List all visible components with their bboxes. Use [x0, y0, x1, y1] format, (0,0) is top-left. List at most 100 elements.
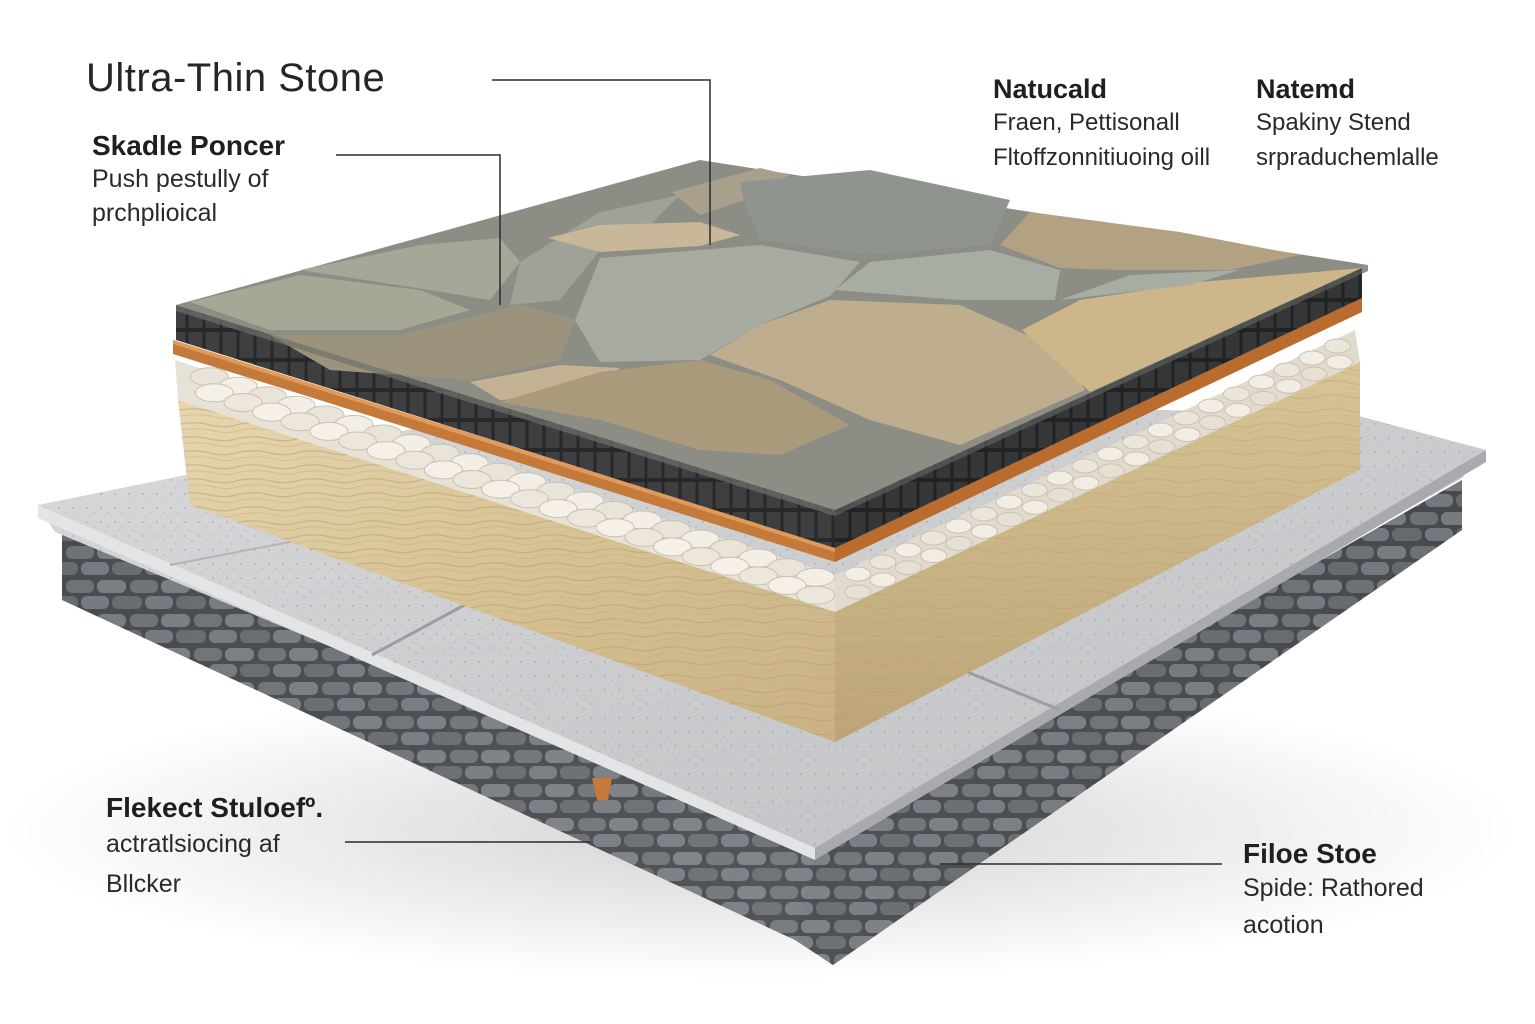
pebble [252, 402, 292, 422]
pebble [844, 584, 872, 600]
pebble [1148, 439, 1176, 455]
pebble [919, 530, 947, 546]
pebble [1323, 338, 1351, 354]
flagstone [500, 360, 850, 455]
callout-skadle-poncer: Skadle Poncer Push pestully of prchplioi… [92, 130, 285, 230]
pebble [796, 585, 836, 605]
flagstone [190, 275, 470, 330]
pebble [481, 479, 521, 499]
pebble [1121, 434, 1149, 450]
callout-line: actratlsiocing af [106, 830, 280, 858]
pebble [1325, 354, 1353, 370]
pebble [970, 506, 998, 522]
pebble [844, 566, 872, 582]
callout-line: Bllcker [106, 870, 182, 898]
pebble [309, 421, 349, 441]
callout-line: acotion [1243, 911, 1324, 939]
pebble [1222, 386, 1250, 402]
pebble [996, 511, 1024, 527]
callout-flekect-stuloef: Flekect Stuloefº. actratlsiocing af Bllc… [106, 792, 323, 904]
pebble [366, 441, 406, 461]
pebble [894, 560, 922, 576]
callout-filoe-stoe: Filoe Stoe Spide: Rathored acotion [1243, 838, 1424, 944]
pebble [1199, 415, 1227, 431]
pebble [1147, 422, 1175, 438]
callout-heading: Flekect Stuloefº. [106, 792, 324, 823]
callout-line: srpraduchemlalle [1256, 144, 1439, 171]
flagstone [1022, 268, 1362, 392]
flagstone [1060, 270, 1240, 300]
pebble [1173, 427, 1201, 443]
pebble-layer [175, 330, 1360, 612]
pebble [945, 536, 973, 551]
diagram-title: Ultra-Thin Stone [86, 56, 385, 101]
leader-line-skadle [336, 154, 501, 305]
pebble [509, 489, 549, 509]
callout-heading: Skadle Poncer [92, 130, 285, 161]
pebble [423, 460, 463, 480]
callout-heading: Filoe Stoe [1243, 838, 1377, 869]
callout-line: prchplioical [92, 199, 218, 227]
pebble [567, 508, 607, 528]
flagstone [575, 245, 860, 362]
pebble [738, 566, 778, 586]
pebble [1298, 350, 1326, 366]
pebble [1197, 398, 1225, 414]
pebble [995, 494, 1023, 510]
pebble [395, 450, 435, 470]
pebble [945, 518, 973, 534]
pebble [920, 548, 948, 564]
copper-strip [173, 298, 1362, 562]
pebble [1047, 487, 1074, 503]
pebble [1248, 374, 1276, 390]
pebble [1273, 362, 1301, 378]
flagstone [835, 250, 1060, 300]
pebble [1275, 378, 1303, 394]
pebble [1097, 463, 1125, 479]
pebble [624, 527, 664, 547]
pebble [681, 547, 721, 567]
callout-line: Fltoffzonnitiuoing oill [993, 144, 1211, 171]
title-text: Ultra-Thin Stone [86, 56, 386, 100]
wood-core [178, 362, 1360, 742]
pebble [538, 499, 578, 518]
pebble [653, 537, 692, 557]
flagstone [672, 168, 790, 215]
pebble [1072, 475, 1100, 491]
pebble [452, 470, 492, 489]
callout-heading: Natucald [993, 74, 1108, 104]
pebble [338, 431, 377, 451]
pebble [894, 542, 922, 558]
pebble [280, 412, 320, 432]
callout-heading: Natemd [1256, 74, 1356, 104]
pebble [1096, 446, 1124, 462]
pebble [970, 524, 998, 539]
flagstone [548, 222, 740, 252]
pebble [767, 576, 807, 595]
copper-marker [592, 778, 612, 800]
pebble [223, 393, 263, 412]
flagstone [1000, 212, 1300, 270]
pebble [1021, 499, 1049, 515]
flagstone [740, 170, 1010, 255]
pebble [1249, 390, 1277, 406]
flagstone [300, 238, 520, 300]
pebble [1224, 402, 1252, 418]
pebble [869, 554, 897, 570]
flagstone [710, 300, 1085, 445]
callout-natemd: Natemd Spakiny Stend srpraduchemlalle [1256, 74, 1439, 175]
pebble [710, 556, 750, 576]
leader-lines [336, 79, 1222, 865]
pebble [1046, 470, 1074, 486]
callout-natucald: Natucald Fraen, Pettisonall Fltoffzonnit… [993, 74, 1210, 175]
pebble [869, 572, 897, 588]
pebble [1071, 458, 1099, 474]
pebble [1020, 482, 1048, 498]
callout-line: Push pestully of [92, 165, 269, 193]
pebble [1123, 451, 1150, 467]
pebble [1172, 410, 1200, 426]
stone-surface [176, 160, 1368, 516]
pebble [1300, 366, 1328, 382]
callout-line: Fraen, Pettisonall [993, 109, 1180, 136]
